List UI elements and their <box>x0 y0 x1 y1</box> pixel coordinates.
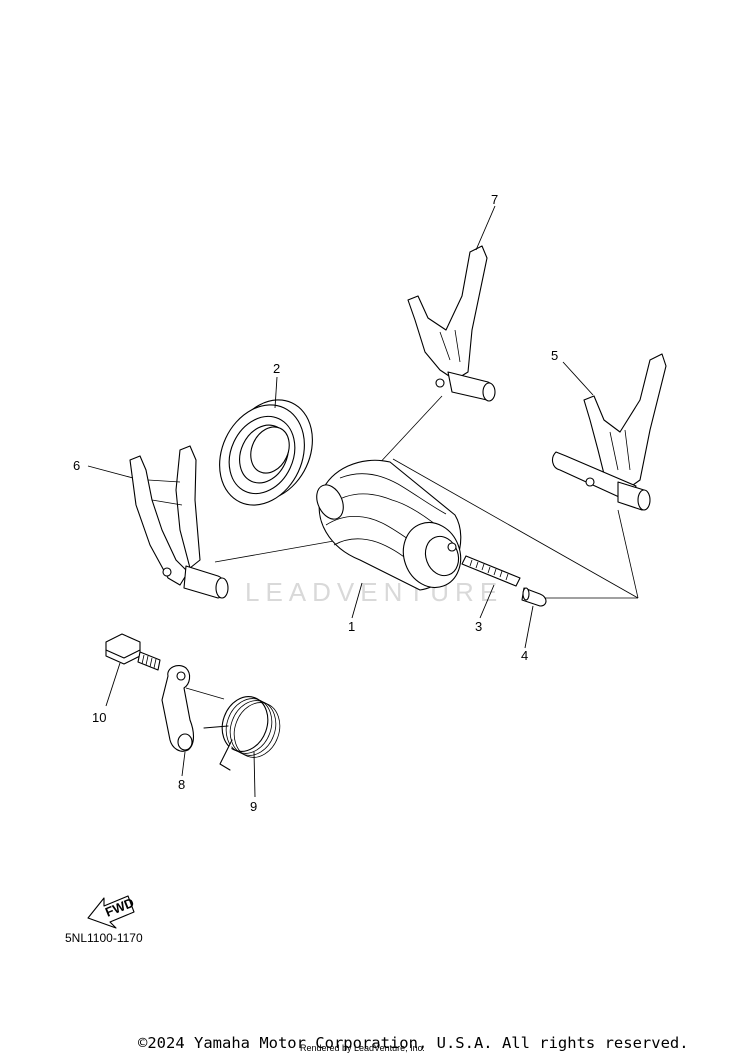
watermark-text: LEADVENTURE <box>245 577 503 607</box>
shift-drum-part-1[interactable] <box>312 459 470 595</box>
shift-fork-part-5[interactable] <box>551 353 667 511</box>
bolt-part-10[interactable] <box>105 633 161 671</box>
spring-part-9[interactable] <box>203 690 287 771</box>
callout-1: 1 <box>348 619 355 634</box>
pin-part-4[interactable] <box>521 587 547 607</box>
copyright-notice: ©2024 Yamaha Motor Corporation, U.S.A. A… <box>138 1034 689 1052</box>
rendered-by-notice: Rendered by LeadVenture, Inc. <box>300 1043 425 1053</box>
callout-10: 10 <box>92 710 106 725</box>
callout-5: 5 <box>551 348 558 363</box>
pin-part-3[interactable] <box>461 555 521 587</box>
leader-lines <box>87 205 594 798</box>
callout-6: 6 <box>73 458 80 473</box>
callout-3: 3 <box>475 619 482 634</box>
diagram-code: 5NL1100-1170 <box>65 931 143 945</box>
fwd-arrow-icon: FWD <box>87 895 136 929</box>
shift-fork-part-6[interactable] <box>129 445 229 599</box>
bearing-part-2[interactable] <box>204 386 328 519</box>
callout-2: 2 <box>273 361 280 376</box>
callout-4: 4 <box>521 648 528 663</box>
watermark: LEADVENTURE <box>245 511 503 607</box>
callout-7: 7 <box>491 192 498 207</box>
callout-9: 9 <box>250 799 257 814</box>
callout-8: 8 <box>178 777 185 792</box>
shift-fork-part-7[interactable] <box>407 245 496 402</box>
callout-labels: 1 2 3 4 5 6 7 8 9 10 <box>73 192 558 814</box>
stopper-lever-part-8[interactable] <box>161 665 195 752</box>
